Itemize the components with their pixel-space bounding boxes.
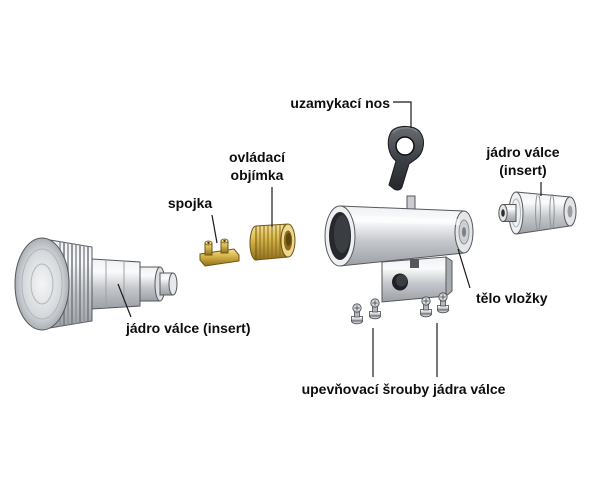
leader-jadro-valce-left bbox=[117, 283, 132, 318]
part-cylinder-body bbox=[324, 195, 474, 303]
part-control-sleeve bbox=[249, 223, 296, 261]
part-coupling bbox=[199, 238, 240, 267]
label-jadro-valce-insert-left: jádro válce (insert) bbox=[126, 320, 251, 336]
sleeve-knurl bbox=[259, 224, 285, 260]
leader-telo-vlozky bbox=[457, 248, 471, 289]
label-uzamykaci-nos: uzamykací nos bbox=[290, 95, 390, 111]
leader-lines bbox=[117, 101, 542, 377]
label-ovladaci-objimka: ovládací objímka bbox=[228, 149, 286, 184]
label-telo-vlozky: tělo vložky bbox=[476, 290, 548, 306]
part-core-insert-right bbox=[498, 191, 577, 235]
label-spojka: spojka bbox=[167, 195, 213, 211]
leader-spojka bbox=[211, 214, 218, 244]
part-knob-core-insert bbox=[14, 237, 178, 331]
part-locking-cam bbox=[387, 125, 424, 191]
label-jadro-valce-insert-right: jádro válce (insert) bbox=[486, 144, 560, 179]
leader-uzamykaci-nos bbox=[393, 101, 412, 128]
label-upevnovaci-srouby: upevňovací šrouby jádra válce bbox=[301, 381, 506, 397]
